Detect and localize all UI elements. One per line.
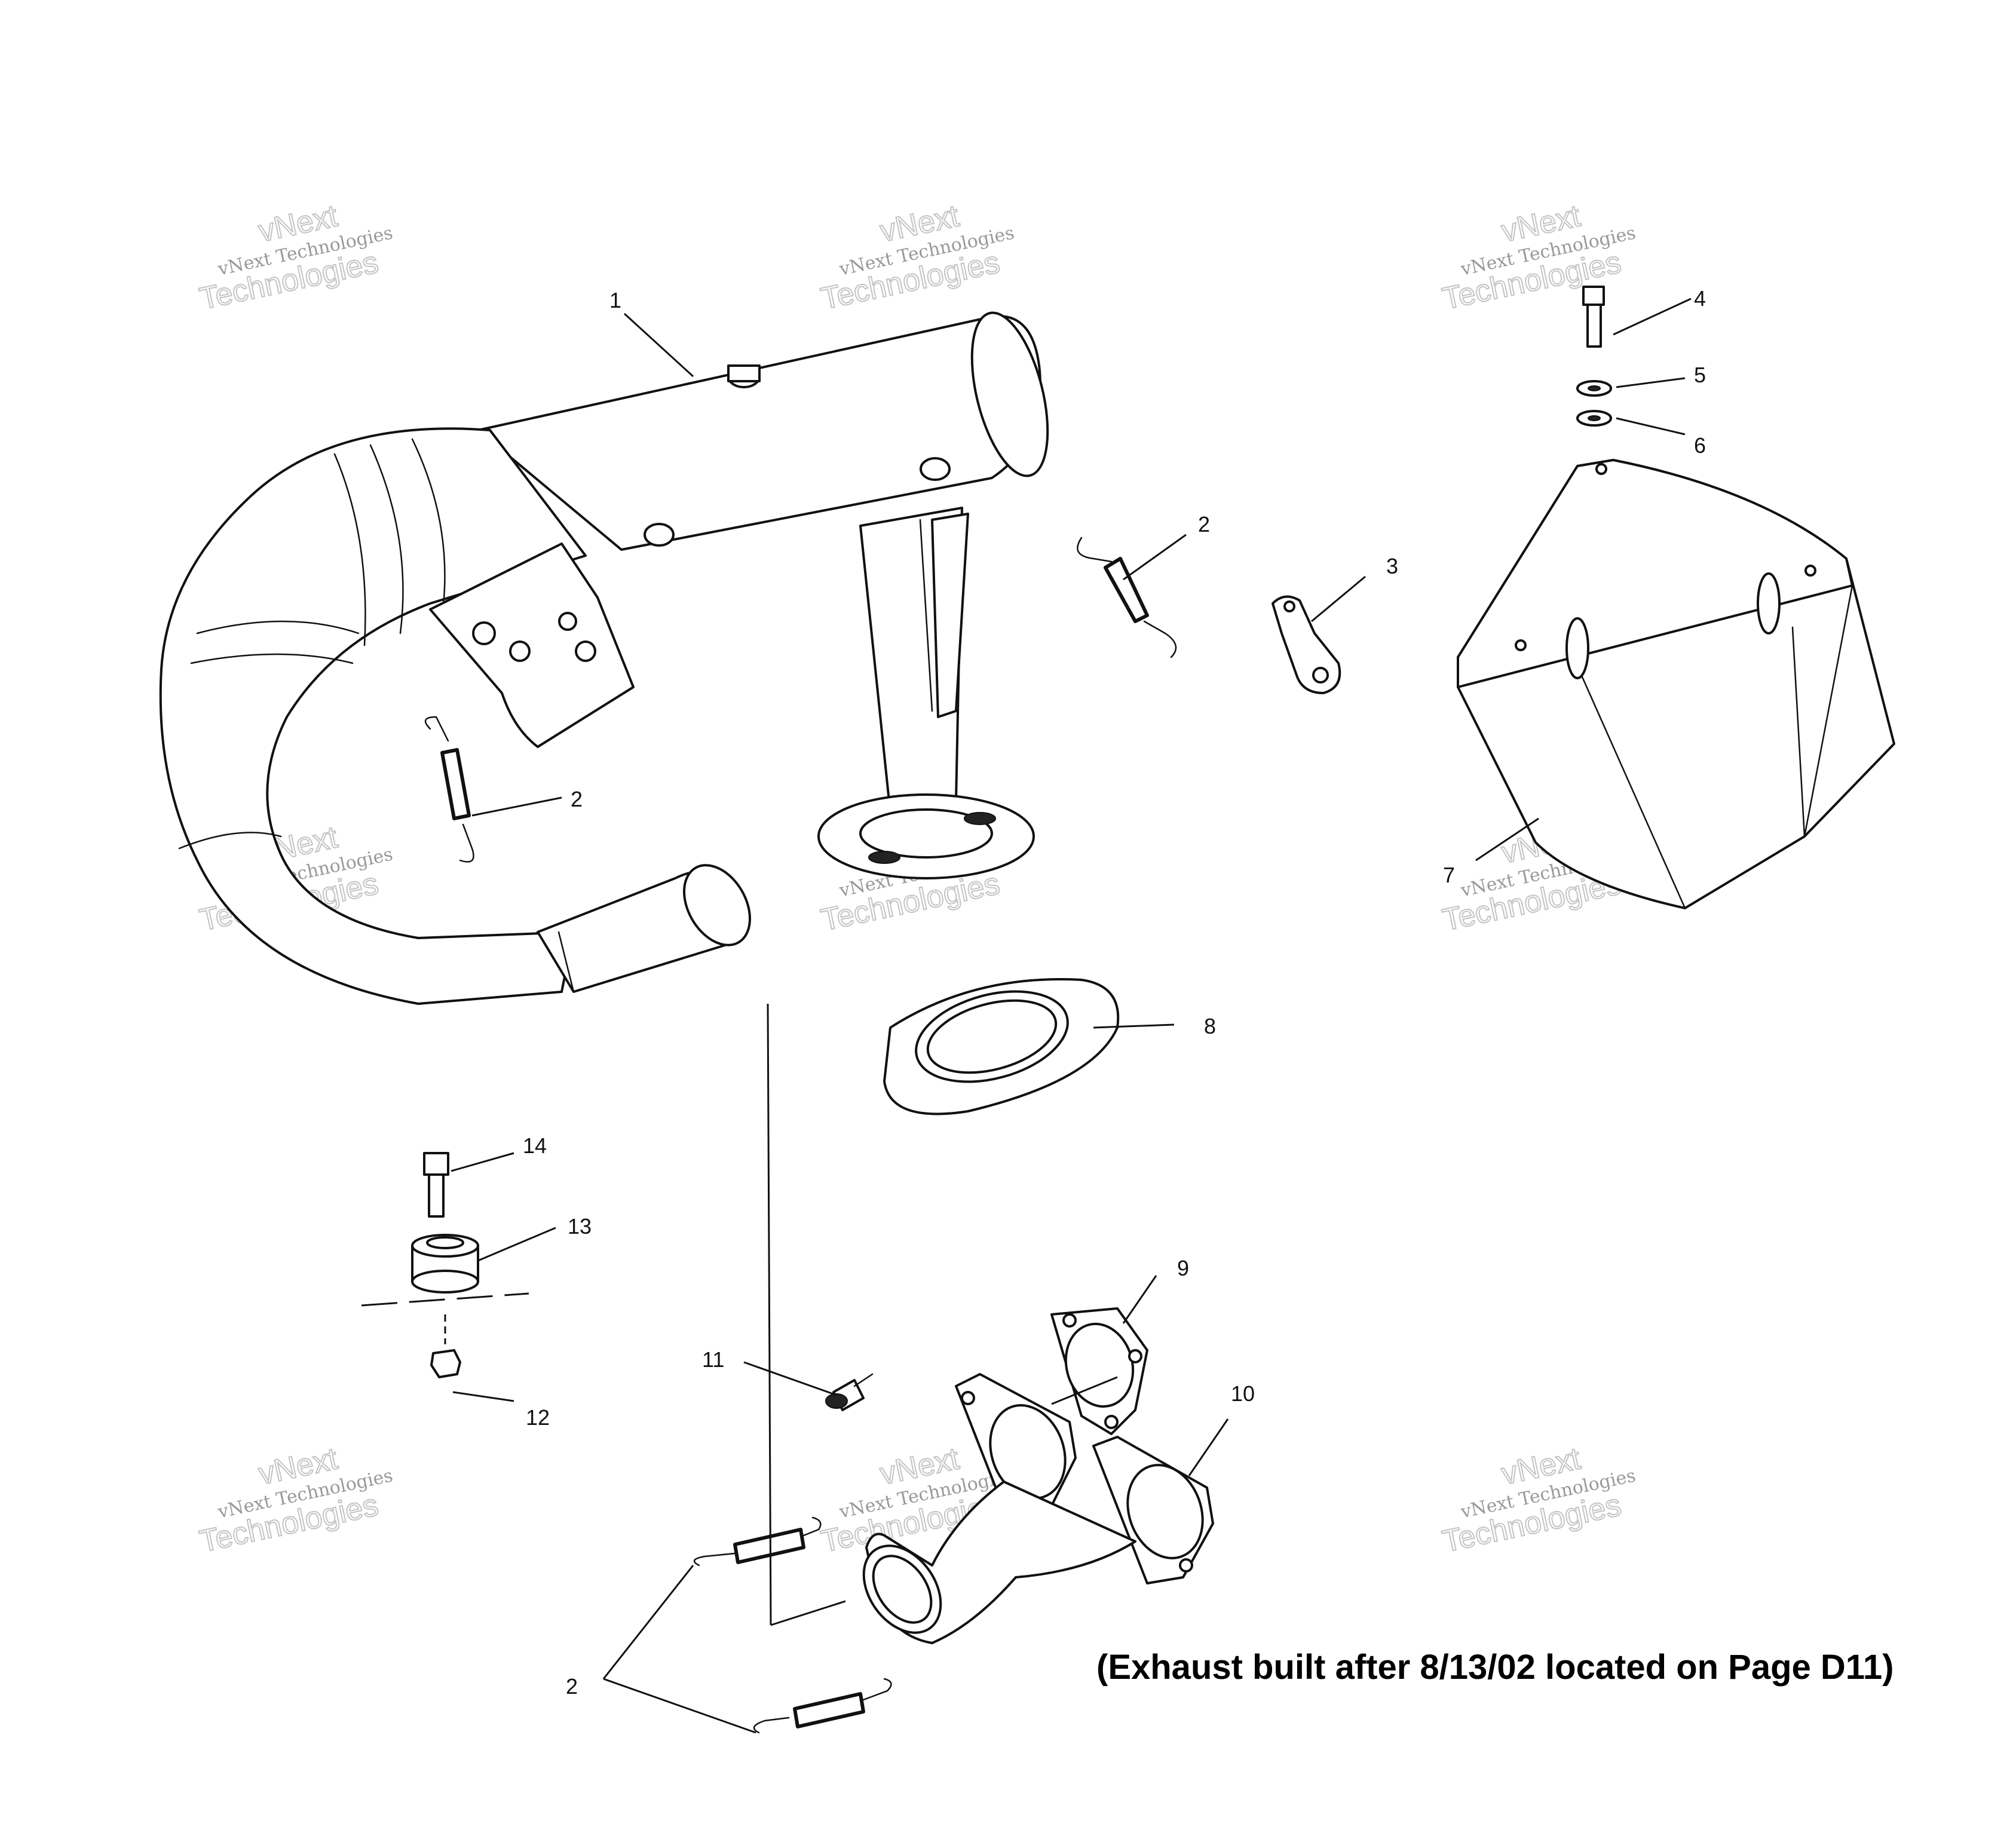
part-6-washer: [1576, 410, 1612, 427]
callout-11: 11: [702, 1347, 724, 1372]
part-7-heat-shield: [1457, 459, 1895, 909]
part-12-nut: [430, 1349, 461, 1378]
callout-2-left: 2: [571, 787, 583, 811]
part-8-gasket: [883, 978, 1120, 1115]
part-5-washer: [1576, 380, 1612, 397]
part-10-exhaust-manifold: [862, 1373, 1214, 1644]
callout-10: 10: [1231, 1381, 1255, 1406]
part-1-expansion-chamber: [159, 311, 1049, 1005]
watermark-top-left: vNext vNext Technologies Technologies: [196, 198, 394, 317]
part-2-spring-c: [693, 1516, 822, 1567]
callout-7: 7: [1443, 863, 1455, 887]
part-9-flange-gasket: [1050, 1307, 1148, 1435]
callout-4: 4: [1694, 286, 1706, 311]
part-4-bolt: [1582, 286, 1605, 348]
callout-3: 3: [1386, 554, 1398, 578]
exhaust-note: (Exhaust built after 8/13/02 located on …: [1096, 1648, 1894, 1687]
callout-1: 1: [609, 288, 621, 312]
part-3-clamp-bracket: [1272, 595, 1341, 694]
part-11-screw: [825, 1373, 874, 1411]
callout-12: 12: [526, 1405, 550, 1430]
callout-9: 9: [1177, 1256, 1189, 1280]
callout-8: 8: [1204, 1014, 1216, 1038]
callout-6: 6: [1694, 433, 1706, 458]
mounting-surface-line: [361, 1292, 529, 1307]
watermark-top-right: vNext vNext Technologies Technologies: [1439, 198, 1637, 317]
callout-2-top: 2: [1198, 512, 1210, 537]
callout-13: 13: [568, 1214, 592, 1239]
watermark-bottom-left: vNext vNext Technologies Technologies: [196, 1440, 394, 1559]
part-2-spring-a: [1077, 537, 1177, 658]
part-14-bolt: [423, 1152, 449, 1218]
part-13-rubber-mount: [411, 1234, 479, 1294]
watermark-bottom-right: vNext vNext Technologies Technologies: [1439, 1440, 1637, 1559]
part-2-spring-d: [753, 1678, 892, 1734]
part-2-spring-b: [424, 716, 474, 863]
callout-14: 14: [523, 1133, 547, 1158]
callout-5: 5: [1694, 363, 1706, 387]
watermark-top-center: vNext vNext Technologies Technologies: [817, 198, 1016, 317]
callout-2-bottom: 2: [566, 1674, 578, 1699]
leader-lines: [451, 298, 1692, 1734]
